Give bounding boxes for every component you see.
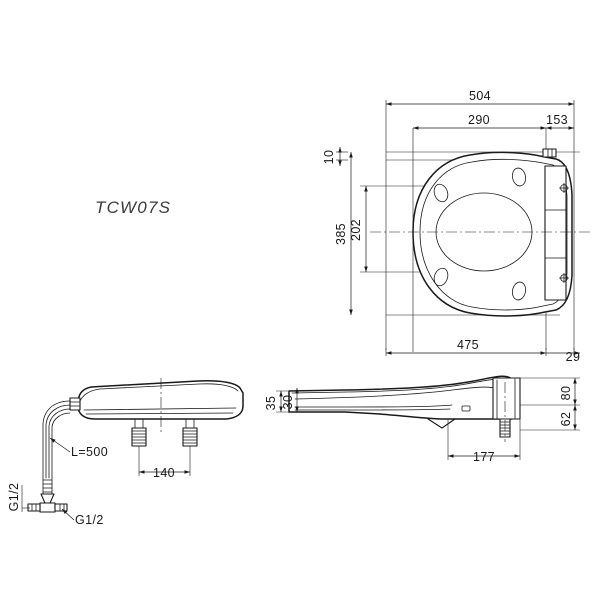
valve-tee	[27, 502, 68, 513]
mounting-bolt-right	[182, 418, 198, 447]
dimension-80-text: 80	[559, 386, 573, 401]
seat-outer-outline	[412, 151, 573, 317]
dimension-385: 385	[334, 152, 353, 315]
part-number-label: TCW07S	[95, 198, 171, 217]
dimension-385-text: 385	[334, 223, 348, 245]
dimension-80: 80	[559, 378, 577, 405]
side-view: 35 30 80 62 177	[264, 375, 580, 464]
bumper-pad-rear-left	[433, 267, 449, 287]
hinge-tab	[542, 148, 557, 158]
dimension-475-text: 475	[457, 338, 479, 352]
supply-hose	[42, 400, 71, 495]
side-profile-lower-line2	[294, 408, 451, 411]
dimension-177-text: 177	[473, 450, 495, 464]
dimension-177: 177	[448, 450, 520, 464]
side-seat-profile	[288, 375, 517, 420]
hose-ribs	[42, 477, 53, 495]
dimension-504-text: 504	[469, 89, 491, 103]
mounting-bolt-left	[131, 418, 147, 447]
side-profile-lower-line	[294, 404, 453, 408]
thread-label-horizontal-text: G1/2	[75, 513, 104, 527]
dimension-10: 10	[322, 147, 348, 166]
dimension-62: 62	[559, 405, 577, 430]
dimension-290-text: 290	[468, 113, 490, 127]
dimension-140-text: 140	[153, 466, 175, 480]
hose-length-label: L=500	[49, 437, 108, 459]
hose-length-text: L=500	[71, 445, 108, 459]
dimension-10-text: 10	[322, 150, 336, 165]
dimension-30-text: 30	[281, 395, 295, 410]
dimension-35: 35	[264, 391, 283, 412]
dimension-290: 290	[413, 113, 546, 130]
thread-label-horizontal: G1/2	[61, 508, 104, 527]
dimension-35-text: 35	[264, 396, 278, 411]
control-box-screw-top	[559, 182, 569, 194]
side-recess	[461, 405, 471, 412]
thread-label-vertical-text: G1/2	[7, 483, 21, 512]
dimension-140: 140	[138, 446, 191, 480]
dimension-29-text: 29	[566, 350, 581, 364]
front-seat-lower-edge	[83, 407, 237, 411]
hose-connector	[69, 397, 81, 411]
dimension-62-text: 62	[559, 412, 573, 427]
side-mounting-bolt	[499, 382, 511, 442]
control-box-screw-bottom	[559, 272, 569, 284]
dimension-153: 153	[546, 113, 574, 130]
dimension-202: 202	[349, 186, 368, 272]
hose-nut	[40, 493, 55, 504]
bumper-pad-rear-right	[511, 281, 527, 301]
bumper-pad-front-left	[433, 183, 449, 203]
control-box	[544, 165, 567, 301]
dimension-202-text: 202	[349, 219, 363, 241]
dimension-29: 29	[546, 350, 580, 364]
dimension-504: 504	[386, 89, 574, 106]
dimension-30: 30	[281, 388, 299, 412]
front-seat-lower-edge2	[85, 412, 234, 415]
top-view: 504 290 153 10 385 202	[322, 89, 590, 364]
front-seat-top-edge	[79, 383, 239, 402]
dimension-475: 475	[386, 338, 546, 355]
front-view: 140 L=500 G1/2 G1/2	[7, 378, 244, 527]
side-underside-notch	[427, 418, 456, 429]
dimension-153-text: 153	[546, 113, 568, 127]
side-view-extension-lines	[276, 377, 580, 460]
side-profile-crease	[294, 386, 498, 400]
thread-label-vertical: G1/2	[7, 483, 30, 512]
bumper-pad-front-right	[511, 167, 527, 187]
seat-inner-outline	[419, 158, 568, 311]
